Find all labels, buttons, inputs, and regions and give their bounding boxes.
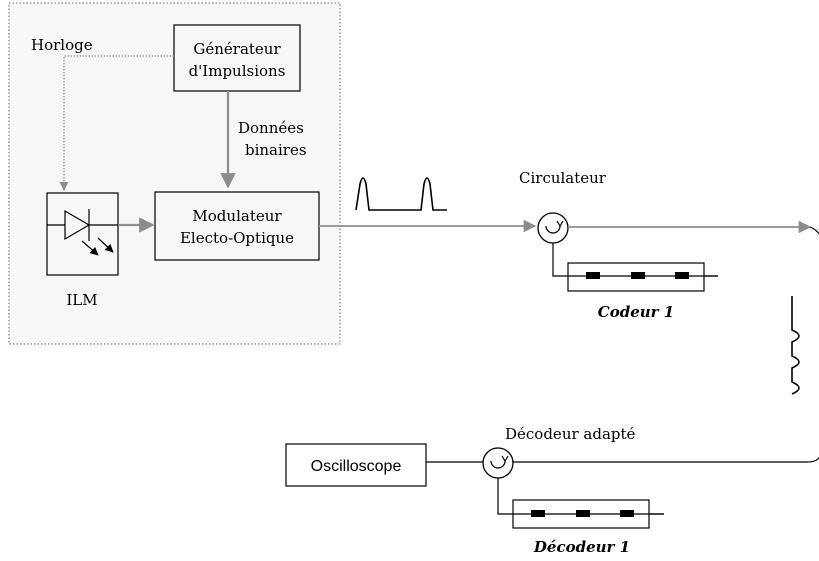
pulse-generator-box [173,24,301,92]
pulse-generator-label-2: d'Impulsions [189,62,286,80]
oscilloscope-box [285,443,427,487]
clock-line [59,55,174,191]
decoder-adapted-label: Décodeur adapté [505,425,636,443]
laser-diode-icon [47,209,118,256]
clock-label: Horloge [31,36,93,54]
circulator-label: Circulateur [519,169,607,187]
decoder-grating-3 [620,510,634,517]
pulse-waveform [355,177,447,211]
oscilloscope-label: Oscilloscope [311,458,402,475]
data-label-1: Données [238,119,304,137]
modulator-box [154,191,320,261]
decoder-grating-1 [531,510,545,517]
fiber-top-curve [809,226,819,235]
ilm-box [46,192,119,276]
encoder-grating-1 [586,272,600,279]
pulse-generator-label-1: Générateur [193,40,281,58]
decoder-label: Décodeur 1 [533,538,630,556]
circulator-icon [537,212,569,244]
encoder-label: Codeur 1 [598,303,674,321]
encoder-grating-2 [631,272,645,279]
modulator-label-1: Modulateur [192,207,282,225]
encoded-waveform [791,296,800,395]
fiber-bottom-curve [807,456,819,463]
modulator-label-2: Electo-Optique [180,229,294,247]
decoder-circulator-icon [482,447,514,479]
ilm-label: ILM [66,291,97,309]
decoder-grating-2 [576,510,590,517]
data-label-2: binaires [245,141,307,159]
encoder-grating-3 [675,272,689,279]
